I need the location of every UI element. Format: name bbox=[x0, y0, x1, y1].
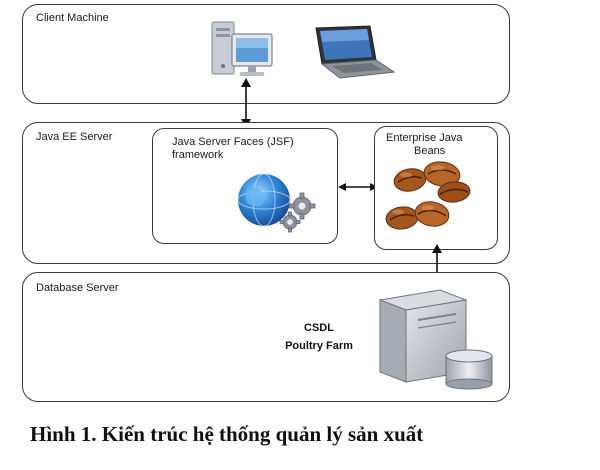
desktop-computer-icon bbox=[211, 21, 273, 76]
database-server-icon bbox=[378, 289, 493, 390]
database-name-line1: CSDL bbox=[304, 322, 334, 334]
ejb-title-line1: Enterprise Java bbox=[386, 132, 463, 144]
java-ee-server-label: Java EE Server bbox=[36, 131, 113, 143]
database-name-line2: Poultry Farm bbox=[285, 340, 353, 352]
ejb-title-line2: Beans bbox=[414, 145, 446, 157]
laptop-icon bbox=[315, 25, 396, 79]
globe-gears-icon bbox=[237, 173, 316, 233]
arrow-client-to-server bbox=[241, 78, 251, 128]
ejb-box bbox=[374, 126, 498, 250]
coffee-beans-icon bbox=[385, 161, 471, 230]
database-server-label: Database Server bbox=[36, 282, 119, 294]
client-machine-label: Client Machine bbox=[36, 12, 109, 24]
arrow-jsf-to-ejb bbox=[338, 183, 378, 191]
jsf-title-line1: Java Server Faces (JSF) bbox=[172, 136, 294, 148]
figure-caption: Hình 1. Kiến trúc hệ thống quản lý sản x… bbox=[30, 422, 424, 446]
jsf-title-line2: framework bbox=[172, 149, 224, 161]
